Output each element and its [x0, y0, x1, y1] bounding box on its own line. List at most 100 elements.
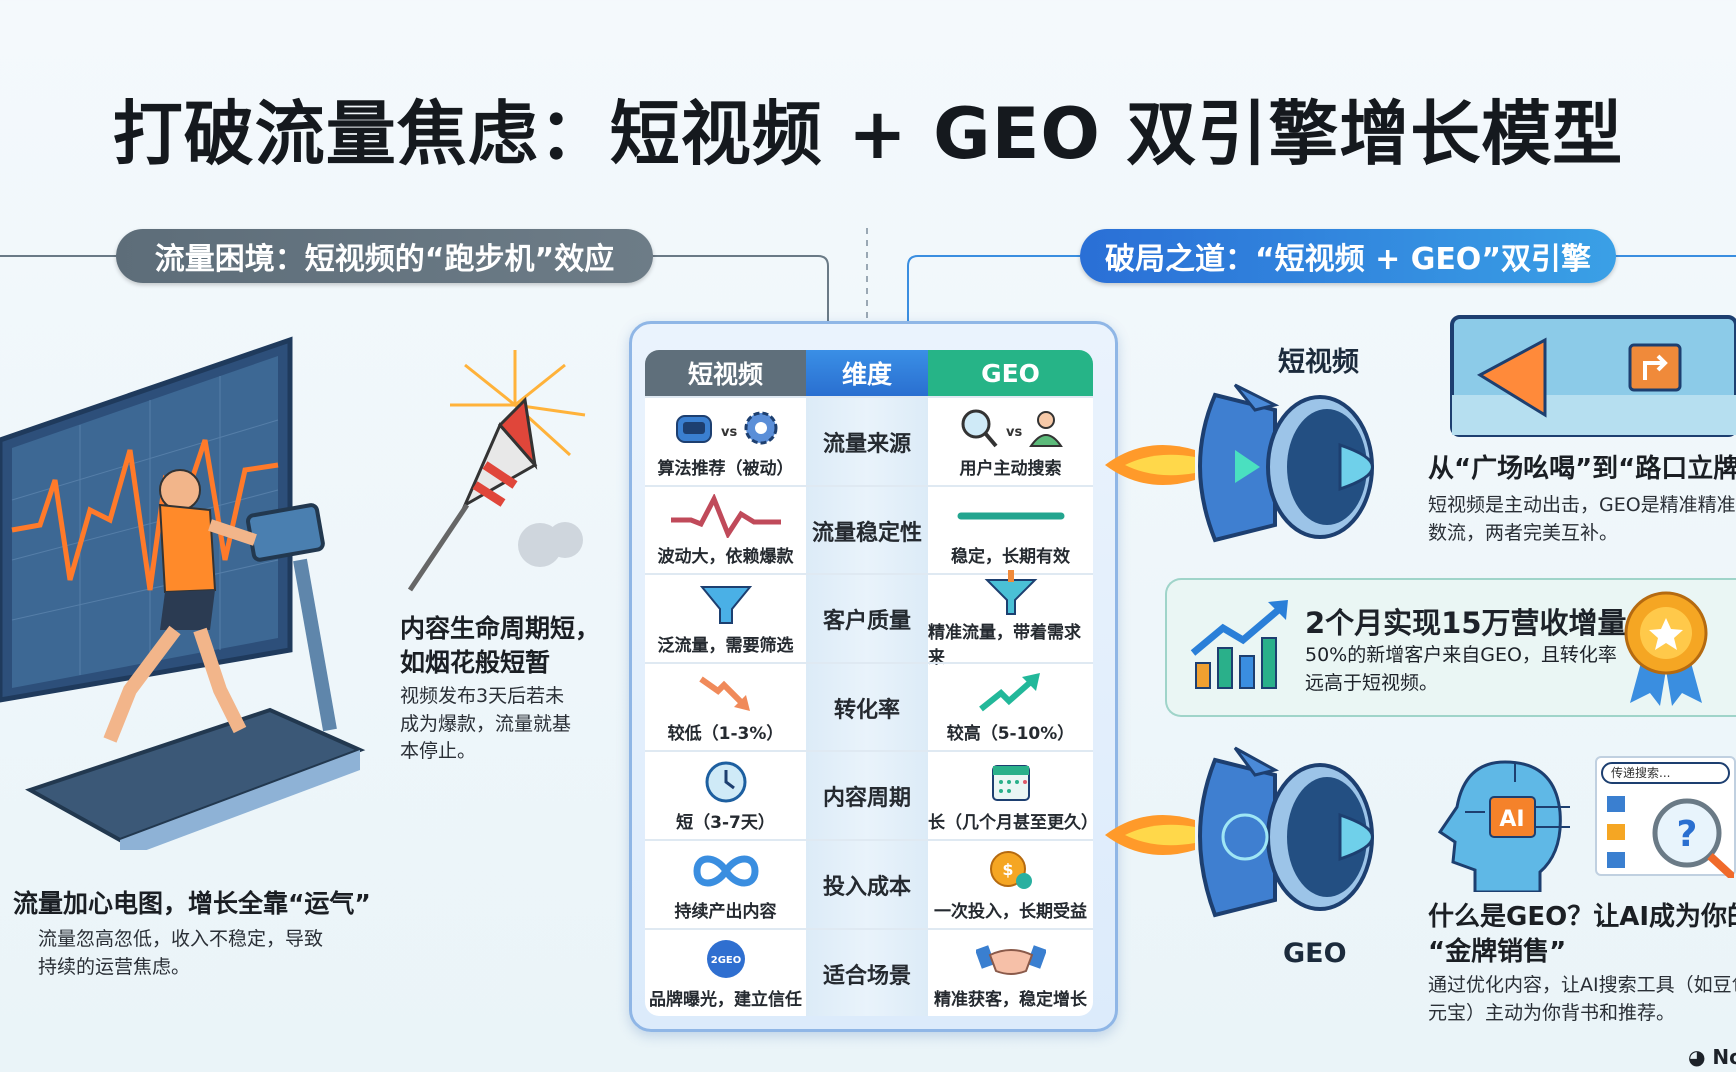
- svg-text:2GEO: 2GEO: [710, 955, 741, 966]
- result-body-line: 远高于短视频。: [1305, 671, 1439, 694]
- cell-dimension: 转化率: [806, 663, 928, 752]
- cell-text: 一次投入，长期受益: [934, 901, 1087, 922]
- dimension-label: 投入成本: [822, 875, 911, 900]
- treadmill-heartbeat-illustration: [0, 336, 366, 850]
- table-row: 波动大，依赖爆款流量稳定性稳定，长期有效: [645, 484, 1093, 575]
- cell-dimension: 适合场景: [806, 929, 928, 1016]
- cell-geo: 稳定，长期有效: [928, 487, 1093, 575]
- coin-icon: $: [986, 849, 1036, 893]
- cell-geo: 较高（5-10%）: [928, 664, 1093, 752]
- table-row: vs 算法推荐（被动） 流量来源 vs 用户主动搜索: [645, 396, 1093, 486]
- cell-geo: vs 用户主动搜索: [928, 398, 1093, 486]
- funnel-icon: [696, 583, 756, 627]
- cell-dimension: 投入成本: [806, 841, 928, 929]
- dimension-label: 转化率: [833, 697, 900, 723]
- search-results-card: 传递搜索... ?: [1595, 756, 1736, 881]
- cell-dimension: 内容周期: [806, 752, 928, 841]
- jet-engine-short-video-icon: [1105, 383, 1374, 543]
- ai-badge: AI: [1499, 807, 1524, 832]
- dimension-label: 适合场景: [822, 963, 911, 989]
- firework-title-line: 如烟花般短暂: [400, 647, 551, 677]
- brand-badge-icon: 2GEO: [704, 937, 748, 981]
- svg-text:vs: vs: [1006, 425, 1022, 440]
- cell-short-video: 2GEO 品牌曝光，建立信任: [645, 930, 806, 1016]
- award-medal-icon: [1624, 591, 1708, 706]
- robot-vs-gear-icon: vs: [671, 406, 781, 450]
- cell-dimension: 流量来源: [806, 398, 928, 486]
- section-pill-left: 流量困境：短视频的“跑步机”效应: [116, 229, 653, 283]
- cell-text: 算法推荐（被动）: [657, 458, 794, 479]
- trend-up-icon: [976, 671, 1046, 715]
- result-body: 50%的新增客户来自GEO，且转化率 远高于短视频。: [1305, 642, 1635, 697]
- growth-chart-icon: [1190, 600, 1288, 689]
- magnifier-vs-user-icon: vs: [956, 406, 1066, 450]
- engine-label-short-video: 短视频: [1278, 347, 1359, 378]
- firework-body-line: 成为爆款，流量就基: [400, 712, 572, 735]
- table-row: 2GEO 品牌曝光，建立信任适合场景精准获客，稳定增长: [645, 927, 1093, 1016]
- section-pill-right: 破局之道：“短视频 + GEO”双引擎: [1080, 229, 1616, 283]
- dimension-label: 客户质量: [822, 609, 911, 635]
- header-dimension: 维度: [806, 350, 928, 396]
- search-input: 传递搜索...: [1601, 762, 1730, 784]
- firework-title: 内容生命周期短， 如烟花般短暂: [400, 612, 600, 680]
- cell-geo: 精准获客，稳定增长: [928, 930, 1093, 1016]
- cell-text: 泛流量，需要筛选: [657, 635, 794, 656]
- dimension-label: 内容周期: [822, 786, 911, 812]
- geo-body-line: 通过优化内容，让AI搜索工具（如豆包: [1428, 974, 1736, 996]
- heartbeat-body-line: 流量忽高忽低，收入不稳定，导致: [38, 928, 324, 950]
- cell-text: 持续产出内容: [674, 901, 777, 922]
- heartbeat-body: 流量忽高忽低，收入不稳定，导致 持续的运营焦虑。: [38, 926, 323, 981]
- cell-geo: 长（几个月甚至更久）: [928, 752, 1093, 840]
- combo-body: 短视频是主动出击，GEO是精准精准 数流，两者完美互补。: [1428, 492, 1736, 547]
- dimension-label: 流量来源: [822, 432, 911, 457]
- firework-body-line: 视频发布3天后若未: [400, 685, 565, 707]
- jet-engine-geo-icon: [1105, 746, 1374, 918]
- cell-text: 精准获客，稳定增长: [934, 990, 1087, 1011]
- megaphone-street-illustration: [1450, 315, 1736, 437]
- geo-title-line: “金牌销售”: [1428, 937, 1567, 968]
- svg-text:?: ?: [1677, 814, 1698, 855]
- cell-dimension: 客户质量: [806, 575, 928, 664]
- cell-short-video: 较低（1-3%）: [645, 664, 806, 752]
- result-title: 2个月实现15万营收增量: [1305, 606, 1627, 640]
- cell-text: 用户主动搜索: [959, 458, 1062, 479]
- firework-body-line: 本停止。: [400, 740, 477, 763]
- cell-text: 品牌曝光，建立信任: [649, 990, 802, 1011]
- cell-geo: 精准流量，带着需求来: [928, 570, 1093, 668]
- combo-body-line: 数流，两者完美互补。: [1428, 521, 1619, 544]
- firework-title-line: 内容生命周期短，: [400, 614, 601, 643]
- table-row: 较低（1-3%） 转化率 较高（5-10%）: [645, 661, 1093, 752]
- watermark-logo: ◕ No: [1688, 1045, 1736, 1069]
- cell-text: 短（3-7天）: [676, 812, 775, 833]
- cell-text: 精准流量，带着需求来: [928, 623, 1081, 669]
- cell-text: 较低（1-3%）: [667, 724, 784, 745]
- table-row: 持续产出内容 投入成本 $ 一次投入，长期受益: [645, 839, 1093, 929]
- handshake-icon: [975, 937, 1046, 981]
- header-short-video: 短视频: [645, 350, 806, 396]
- geo-definition-title: 什么是GEO？让AI成为你的 “金牌销售”: [1428, 900, 1736, 970]
- cell-geo: $ 一次投入，长期受益: [928, 841, 1093, 929]
- cell-dimension: 流量稳定性: [806, 486, 928, 575]
- heartbeat-title: 流量加心电图，增长全靠“运气”: [13, 889, 371, 918]
- cell-short-video: 泛流量，需要筛选: [645, 575, 806, 663]
- trend-down-icon: [696, 671, 756, 715]
- calendar-icon: [989, 760, 1033, 804]
- firework-body: 视频发布3天后若未 成为爆款，流量就基 本停止。: [400, 683, 571, 766]
- cell-short-video: 短（3-7天）: [645, 752, 806, 840]
- cell-short-video: 波动大，依赖爆款: [645, 487, 806, 575]
- cell-short-video: vs 算法推荐（被动）: [645, 398, 806, 486]
- geo-body-line: 元宝）主动为你背书和推荐。: [1428, 1001, 1676, 1024]
- logo-icon: ◕: [1688, 1045, 1706, 1069]
- flat-line-icon: [951, 494, 1071, 538]
- geo-title-line: 什么是GEO？让AI成为你的: [1428, 902, 1736, 932]
- cell-text: 长（几个月甚至更久）: [928, 812, 1093, 833]
- page-title: 打破流量焦虑：短视频 + GEO 双引擎增长模型: [112, 93, 1624, 175]
- ai-head-icon: AI: [1437, 760, 1570, 892]
- svg-text:vs: vs: [721, 425, 737, 440]
- cell-short-video: 持续产出内容: [645, 841, 806, 929]
- magnifier-question-icon: ?: [1607, 796, 1736, 881]
- cell-text: 稳定，长期有效: [951, 547, 1070, 568]
- dimension-label: 流量稳定性: [811, 520, 922, 546]
